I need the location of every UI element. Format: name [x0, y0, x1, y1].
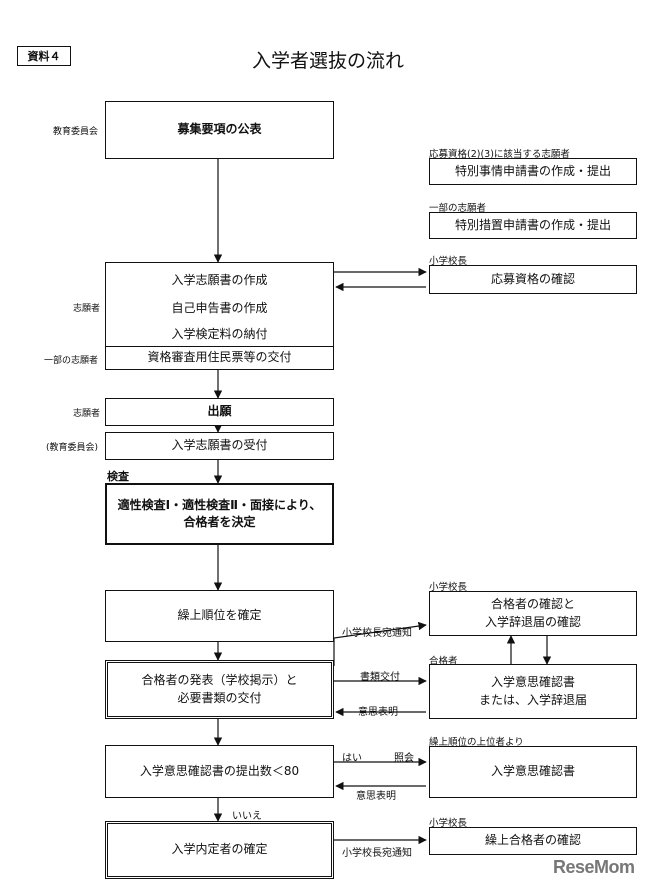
special-circumstances-box: 特別事情申請書の作成・提出	[429, 158, 637, 185]
count-check-text: 入学意思確認書の提出数＜80	[139, 763, 300, 778]
yes-label: はい	[342, 753, 362, 764]
page-title: 入学者選抜の流れ	[251, 50, 404, 72]
decide-text-1: 適性検査Ⅰ・適性検査Ⅱ・面接により、	[117, 497, 322, 512]
application-form-text: 入学志願書の作成	[171, 272, 268, 287]
decide-text-2: 合格者を決定	[183, 515, 256, 529]
eligibility-check-text: 応募資格の確認	[490, 271, 575, 286]
promoted-confirm-box: 繰上合格者の確認	[429, 827, 637, 855]
principal-confirm-box: 合格者の確認と 入学辞退届の確認	[429, 591, 637, 636]
announce-box: 募集要項の公表	[105, 101, 334, 159]
document-badge: 資料４	[17, 46, 71, 66]
actor-applicant: 志願者	[73, 304, 101, 314]
apply-text: 出願	[207, 404, 232, 419]
waitlist-top-label: 繰上順位の上位者より	[429, 737, 524, 748]
docs-delivery-label: 書類交付	[360, 672, 400, 683]
principal-confirm-text-1: 合格者の確認と	[490, 597, 575, 612]
intent-or-decline-text-1: 入学意思確認書	[490, 675, 575, 690]
count-check-box: 入学意思確認書の提出数＜80	[105, 745, 334, 798]
passers-label: 合格者	[429, 656, 458, 667]
actor-some-applicants: 一部の志願者	[44, 356, 99, 366]
actor-board-paren: (教育委員会)	[46, 443, 99, 453]
intent-reply-label: 意思表明	[358, 707, 398, 718]
announce-pass-text-1: 合格者の発表（学校掲示）と	[141, 673, 298, 688]
eligible-applicants-label: 応募資格(2)(3)に該当する志願者	[429, 149, 570, 160]
intent-doc-box: 入学意思確認書	[429, 746, 637, 798]
receive-box: 入学志願書の受付	[105, 432, 334, 460]
principal-confirm-text-2: 入学辞退届の確認	[484, 614, 581, 629]
no-label: いいえ	[232, 811, 262, 822]
intent-doc-text: 入学意思確認書	[490, 764, 575, 779]
application-box: 入学志願書の作成 自己申告書の作成 入学検定料の納付 資格審査用住民票等の交付	[105, 262, 334, 370]
inquiry-label: 照会	[394, 753, 414, 764]
special-measures-box: 特別措置申請書の作成・提出	[429, 212, 637, 239]
receive-text: 入学志願書の受付	[171, 438, 268, 453]
waitlist-text: 繰上順位を確定	[177, 608, 262, 623]
actor-board: 教育委員会	[53, 127, 99, 137]
announce-pass-box: 合格者の発表（学校掲示）と 必要書類の交付	[105, 660, 334, 719]
announce-text: 募集要項の公表	[177, 122, 262, 137]
eligibility-check-box: 応募資格の確認	[429, 265, 637, 294]
principal-label-2: 小学校長	[429, 582, 468, 593]
finalize-box: 入学内定者の確定	[105, 821, 334, 879]
some-applicants-label: 一部の志願者	[429, 203, 487, 214]
resemom-logo: ReseMom	[553, 857, 635, 877]
residence-cert-text: 資格審査用住民票等の交付	[147, 350, 292, 365]
apply-box: 出願	[105, 398, 334, 426]
self-report-text: 自己申告書の作成	[171, 300, 268, 315]
principal-label-3: 小学校長	[429, 818, 468, 829]
to-principal-label: 小学校長宛通知	[342, 628, 412, 639]
to-principal-label-2: 小学校長宛通知	[342, 848, 412, 859]
waitlist-box: 繰上順位を確定	[105, 590, 334, 642]
intent-or-decline-box: 入学意思確認書 または、入学辞退届	[429, 664, 637, 719]
exam-fee-text: 入学検定料の納付	[171, 326, 268, 341]
application-divider	[105, 346, 334, 347]
intent-or-decline-text-2: または、入学辞退届	[478, 692, 587, 707]
announce-pass-text-2: 必要書類の交付	[177, 690, 262, 705]
special-circumstances-text: 特別事情申請書の作成・提出	[454, 163, 611, 178]
finalize-text: 入学内定者の確定	[171, 842, 268, 857]
intent-reply-label-2: 意思表明	[356, 791, 396, 802]
decide-box: 適性検査Ⅰ・適性検査Ⅱ・面接により、 合格者を決定	[105, 483, 334, 545]
principal-label-1: 小学校長	[429, 256, 468, 267]
inspection-label: 検査	[107, 470, 129, 483]
special-measures-text: 特別措置申請書の作成・提出	[454, 217, 611, 232]
promoted-confirm-text: 繰上合格者の確認	[484, 833, 581, 848]
actor-applicant-2: 志願者	[73, 409, 101, 419]
